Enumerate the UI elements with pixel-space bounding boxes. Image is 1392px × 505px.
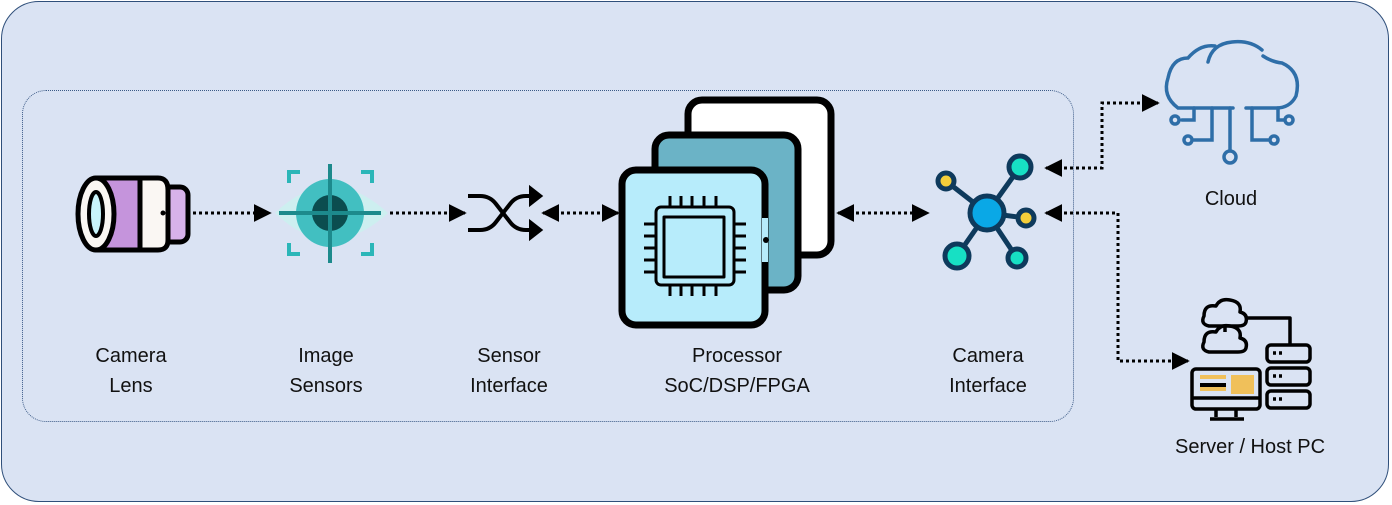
label-image-sensors: Image Sensors — [289, 341, 362, 401]
edges — [193, 94, 1190, 370]
label-line: Sensor — [477, 345, 541, 367]
label-line: Interface — [470, 375, 548, 397]
label-server-host-pc: Server / Host PC — [1175, 432, 1325, 462]
label-line: Lens — [109, 375, 153, 397]
edge-camera-interface-cloud — [1044, 94, 1160, 177]
label-line: Camera — [95, 345, 167, 367]
label-camera-lens: Camera Lens — [95, 341, 166, 401]
shuffle-icon — [468, 184, 544, 242]
edge-camera-interface-server — [1044, 204, 1190, 370]
server-host-pc-icon — [1190, 297, 1312, 421]
camera-lens-icon — [75, 175, 191, 253]
cloud-network-icon — [1164, 39, 1300, 165]
label-line: Server / Host PC — [1174, 436, 1326, 458]
label-line: Cloud — [1204, 188, 1258, 210]
label-sensor-interface: Sensor Interface — [470, 341, 548, 401]
label-line: Processor — [691, 345, 783, 367]
network-hub-icon — [935, 153, 1037, 271]
label-camera-interface: Camera Interface — [949, 341, 1027, 401]
eye-sensor-icon — [275, 164, 388, 263]
label-line: Camera — [952, 345, 1024, 367]
label-line: Sensors — [289, 375, 363, 397]
label-cloud: Cloud — [1205, 184, 1257, 214]
processor-chip-icon — [618, 96, 835, 329]
label-line: Interface — [949, 375, 1027, 397]
label-line: Image — [298, 345, 354, 367]
label-processor: Processor SoC/DSP/FPGA — [664, 341, 810, 401]
label-line: SoC/DSP/FPGA — [664, 375, 810, 397]
